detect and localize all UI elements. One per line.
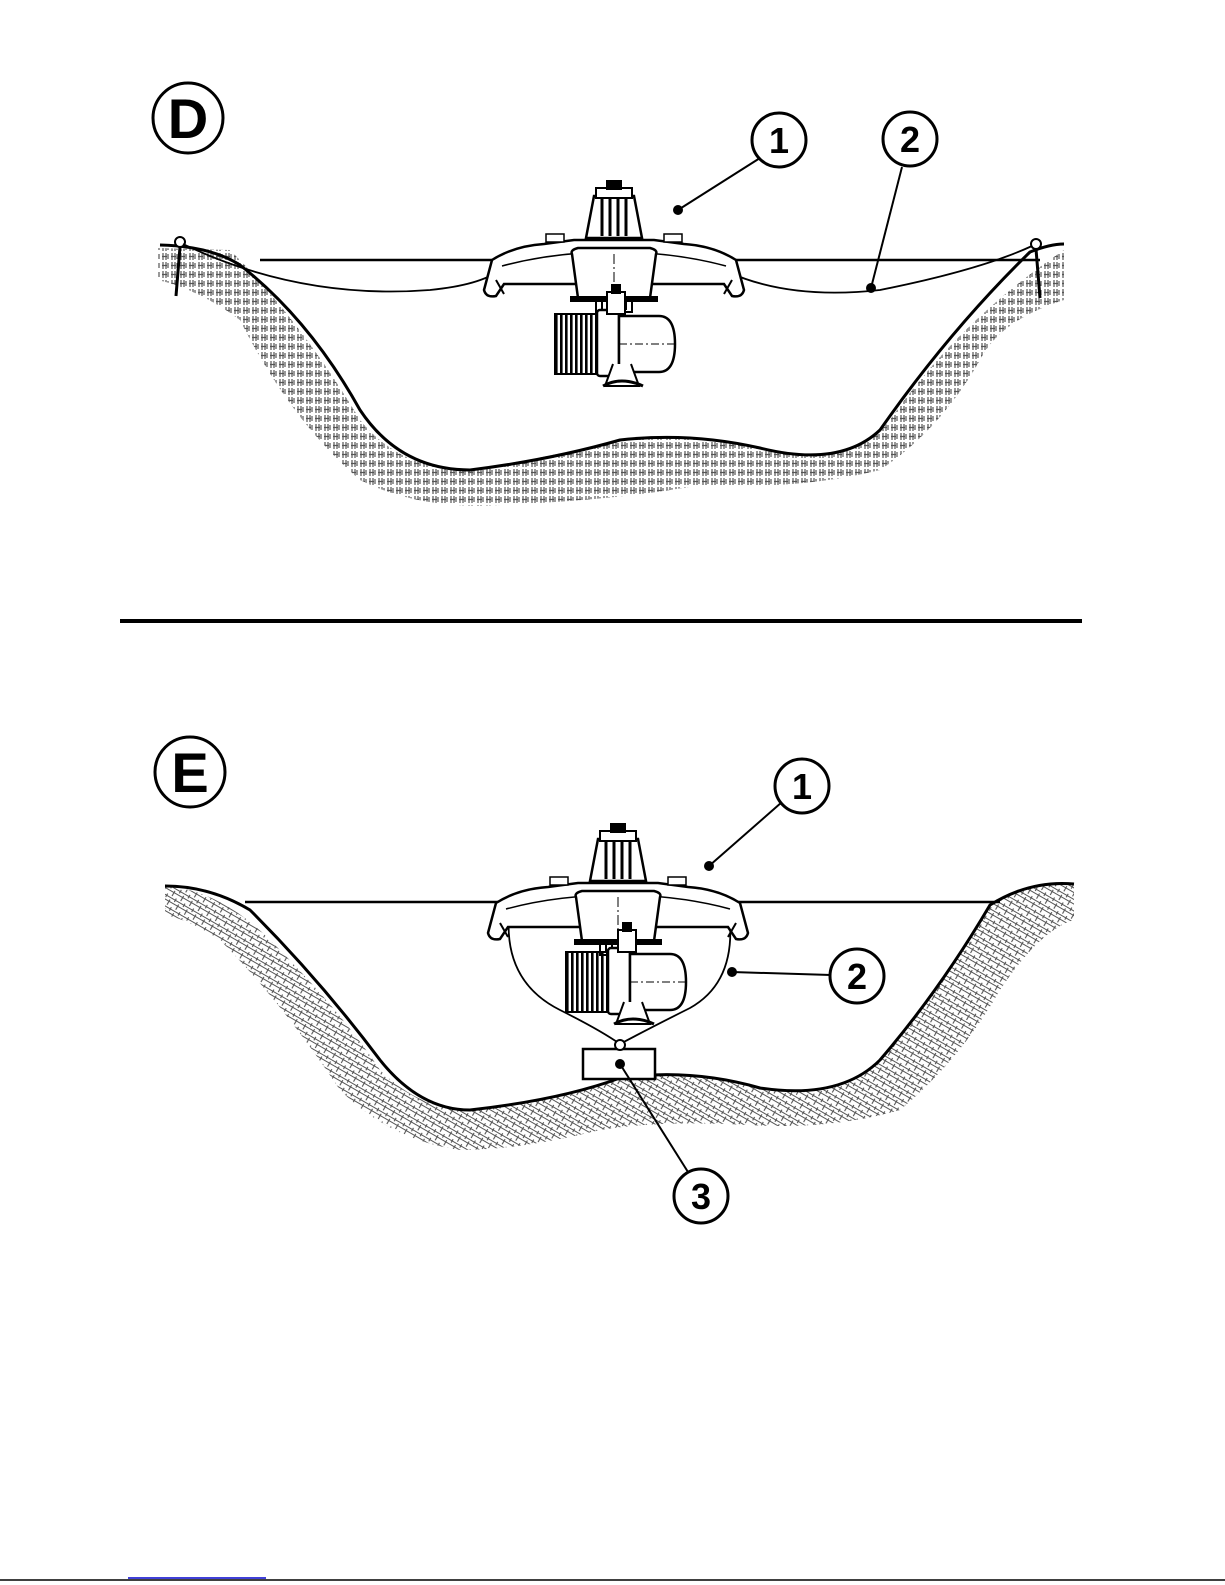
figure-d: D 1 2 [153,83,1064,506]
figure-d-letter: D [168,87,208,150]
figure-d-callout-1-number: 1 [769,120,789,161]
figure-e-callout-3-number: 3 [691,1176,711,1217]
figure-e-label-badge: E [155,737,225,807]
figure-d-label-badge: D [153,83,223,153]
figure-e-letter: E [171,741,208,804]
figure-d-callout-2: 2 [866,112,937,293]
figure-e: E 1 2 3 [155,737,1074,1223]
figure-d-callout-1: 1 [673,113,806,215]
figure-e-tether-ring [615,1040,625,1050]
figure-e-callout-1-number: 1 [792,766,812,807]
figure-d-callout-2-number: 2 [900,119,920,160]
figure-e-callout-1: 1 [704,759,829,871]
figure-e-callout-2-number: 2 [847,956,867,997]
figure-divider [120,619,1082,623]
figure-e-callout-2: 2 [727,949,884,1003]
